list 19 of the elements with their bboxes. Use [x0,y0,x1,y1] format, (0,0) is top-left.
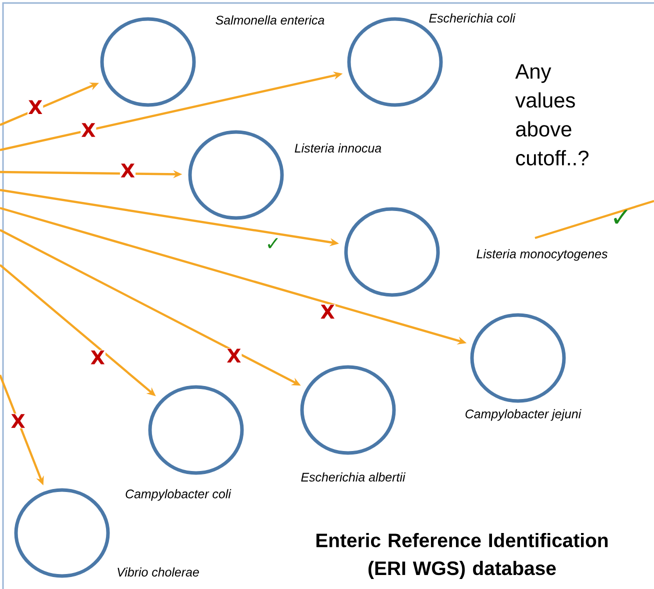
note-text: Any values above cutoff..? [515,64,588,166]
species-name: Campylobacter coli [126,489,232,501]
edge-label: X [11,414,25,428]
species-name: Salmonella enterica [216,15,324,25]
edge-label: ✓ [268,238,278,248]
check-mark: ✓ [614,210,628,224]
edge-label: X [28,100,42,114]
edge-label: X [120,164,135,178]
species-name: Listeria innocua [294,143,382,153]
edge-label: X [320,304,334,319]
species-name: Listeria monocytogenes [476,249,608,261]
species-name: Escherichia coli [429,13,516,23]
species-name: Vibrio cholerae [118,567,199,577]
edge-label: X [90,350,105,364]
species-name: Escherichia albertii [301,472,406,482]
edge-label: X [227,348,241,362]
species-name: Campylobacter jejuni [466,409,582,421]
edge-label: X [81,123,96,137]
title: Enteric Reference Identification (ERI WGS) database [316,533,608,579]
